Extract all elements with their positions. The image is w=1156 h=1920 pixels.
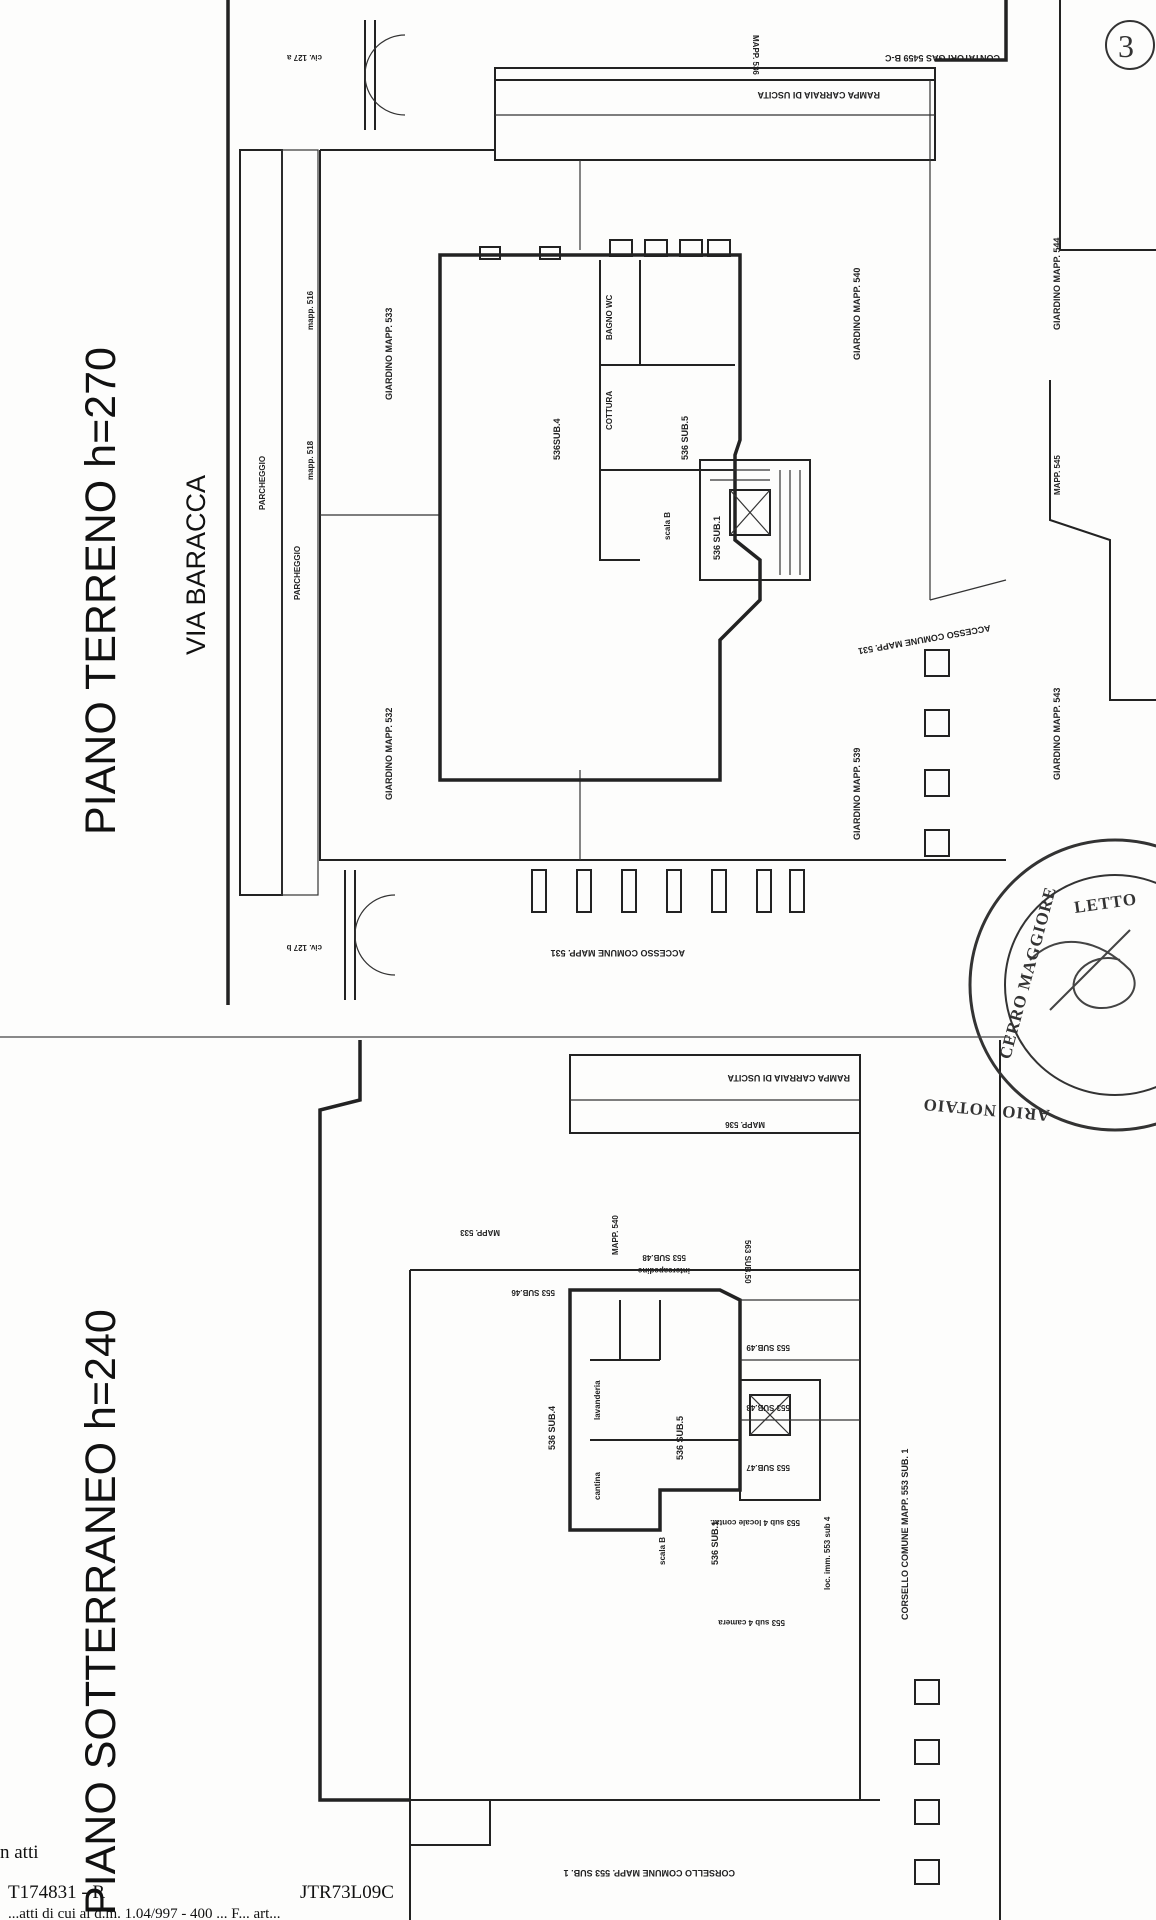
basement-inner-walls [590,1300,740,1441]
basement-plan [318,1040,1001,1920]
corner-mark-circle [1105,20,1155,70]
civico-bottom-label: civ. 127 b [286,943,322,952]
ground-floor-right-boundary [935,0,1008,62]
basement-mapp-536-label: MAPP. 536 [725,1120,765,1129]
access-531-bottom-label: ACCESSO COMUNE MAPP. 531 [551,948,685,958]
corsello-right-label: CORSELLO COMUNE MAPP. 553 SUB. 1 [900,1449,910,1620]
neighbour-lot-boundary-2 [1059,0,1156,251]
neighbour-lot-boundary [1049,380,1156,701]
garden-539-label: GIARDINO MAPP. 539 [852,748,862,840]
basement-unit-walls [568,1288,742,1532]
basement-sub49-label: 553 SUB.49 [746,1343,790,1352]
basement-sub5-label: 536 SUB.5 [675,1416,685,1460]
garden-544-label: GIARDINO MAPP. 544 [1052,238,1062,330]
sub5-label: 536 SUB.5 [680,416,690,460]
street-name: VIA BARACCA [181,475,211,655]
parking-strip [239,149,283,896]
exit-ramp [494,67,936,161]
basement-sub47-label: 553 SUB.47 [746,1463,790,1472]
mapp-518-label: mapp. 518 [306,440,315,480]
basement-envelope [409,1055,861,1800]
footer-fragment: n atti [0,1842,39,1863]
ground-floor-title: PIANO TERRENO h=270 [77,347,125,835]
gate-bottom [344,870,356,1000]
mapp-545-label: MAPP. 545 [1053,455,1062,495]
basement-mapp-533-label: MAPP. 533 [460,1228,500,1237]
basement-ramp-label: RAMPA CARRAIA DI USCITA [727,1073,850,1083]
corsello-bottom-label: CORSELLO COMUNE MAPP. 553 SUB. 1 [564,1868,735,1878]
camera-label: 553 sub 4 camera [718,1618,785,1627]
cantina-label: cantina [593,1471,602,1500]
basement-sub50-label: 563 SUB.50 [743,1240,752,1284]
access-piers [531,869,805,913]
stair-core [699,459,811,581]
basement-sub4-label: 536 SUB.4 [547,1406,557,1450]
right-piers [924,649,950,857]
basement-title: PIANO SOTTERRANEO h=240 [77,1309,125,1915]
mapp-536-label: MAPP. 536 [751,35,760,75]
gate-top-swing [364,34,406,116]
footer-code-2: JTR73L09C [300,1882,394,1903]
basement-sub48-label: 553 SUB.48 [746,1403,790,1412]
stamp-top-text: LETTO [1073,889,1138,917]
sub4-label: 536SUB.4 [552,418,562,460]
footer-code: T174831 - R [8,1882,105,1903]
apartment-inner-walls [599,260,735,561]
basement-ramp [569,1054,861,1134]
lavanderia-label: lavanderia [593,1380,602,1420]
notary-stamp [0,838,1156,1132]
building-envelope [319,150,1006,861]
basement-sub46-label: 553 SUB.46 [511,1288,555,1297]
kitchen-label: COTTURA [605,391,614,430]
basement-left-wall [318,1040,410,1802]
basement-sub1-label: 536 SUB.1 [710,1521,720,1565]
sub1-label: 536 SUB.1 [712,516,722,560]
basement-intercapedine-label: intercapedine [637,1266,690,1275]
bottom-left-block [409,1799,491,1846]
garden-540-label: GIARDINO MAPP. 540 [852,268,862,360]
garden-divider-5 [929,579,1007,601]
gate-bottom-swing [354,894,396,976]
civico-top-label: civ. 127 a [286,53,322,62]
basement-stub [409,1799,880,1920]
basement-piers [914,1679,940,1885]
gas-meter-label: CONTATORI GAS 5459 B-C [884,53,1000,63]
stamp-bottom-arc-text: ARIO NOTAIO [922,1095,1051,1125]
ground-floor-plan [226,0,1156,1005]
gate-top [364,20,376,130]
parking-strip-inner [281,149,319,896]
basement-sub48-inter-label: 553 SUB.48 [642,1253,686,1262]
garden-533-label: GIARDINO MAPP. 533 [384,308,394,400]
apartment-windows [479,239,731,260]
parcheggio-label-2: PARCHEGGIO [293,546,302,600]
storage-cell-lines [740,1299,860,1421]
ramp-label: RAMPA CARRAIA DI USCITA [757,90,880,100]
locale-imm-label: loc. imm. 553 sub 4 [823,1516,832,1590]
garden-543-label: GIARDINO MAPP. 543 [1052,688,1062,780]
locale-contatori-label: 553 sub 4 locale contat. [710,1518,800,1527]
footer-line: ...atti di cui al d.m. 1.04/997 - 400 ..… [8,1906,281,1920]
stair-label: scala B [663,512,672,540]
apartment-walls [438,253,762,782]
garden-532-label: GIARDINO MAPP. 532 [384,708,394,800]
mapp-516-label: mapp. 516 [306,290,315,330]
basement-stair-label: scala B [658,1537,667,1565]
basement-mapp-540-label: MAPP. 540 [611,1215,620,1255]
corner-mark: 3 [1118,28,1134,64]
parcheggio-label-1: PARCHEGGIO [258,456,267,510]
basement-stair-core [739,1379,821,1501]
bath-label: BAGNO WC [605,294,614,340]
